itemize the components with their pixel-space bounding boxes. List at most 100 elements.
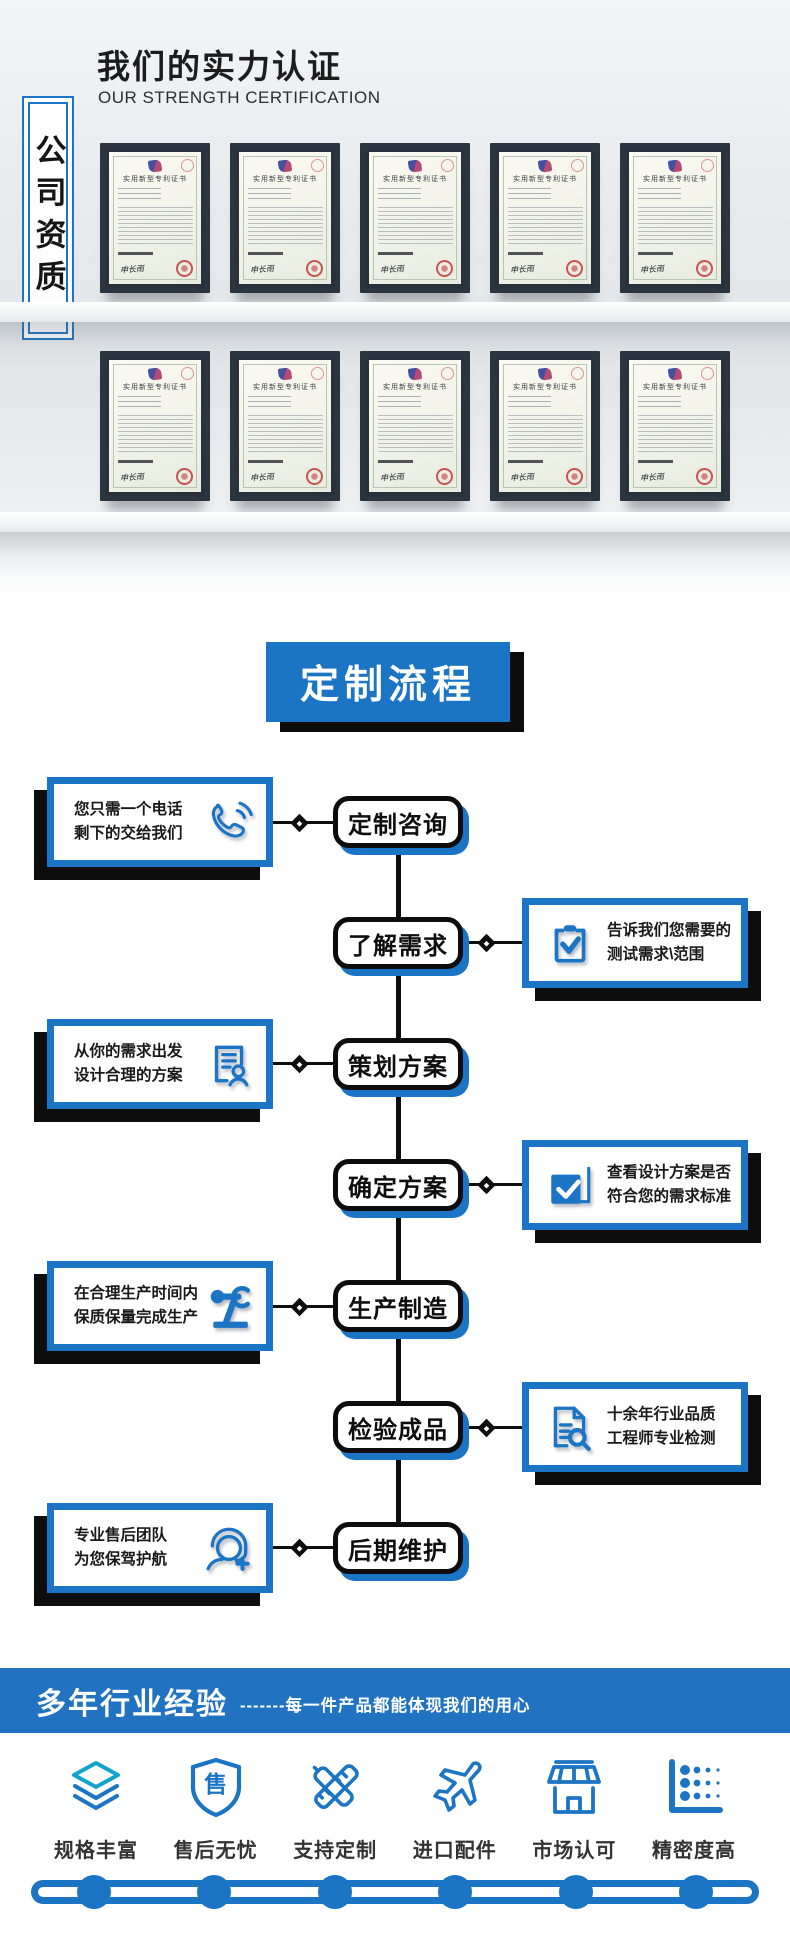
document-search-icon <box>545 1402 595 1452</box>
certificate-paragraph-lines <box>508 207 583 248</box>
patent-logo-icon <box>277 367 293 381</box>
certificate-title: 实用新型专利证书 <box>383 384 447 392</box>
certificate-title: 实用新型专利证书 <box>513 384 577 392</box>
precision-icon <box>662 1756 726 1820</box>
certificate-paragraph-lines <box>508 415 583 456</box>
flow-node-plan: 策划方案 <box>333 1038 463 1090</box>
certificate-paper: 实用新型专利证书 申长雨 <box>369 152 461 284</box>
certificate-paper: 实用新型专利证书 申长雨 <box>499 152 591 284</box>
certificate-title: 实用新型专利证书 <box>253 384 317 392</box>
certificate-frame: 实用新型专利证书 申长雨 <box>100 143 210 293</box>
seal-top-icon <box>570 366 584 380</box>
certificate-paper: 实用新型专利证书 申长雨 <box>629 360 721 492</box>
experience-title: 多年行业经验 <box>36 1687 228 1721</box>
flow-info-plan: 从你的需求出发 设计合理的方案 <box>47 1019 273 1109</box>
feature-label: 支持定制 <box>293 1840 378 1862</box>
certificate-text-lines <box>248 395 291 412</box>
section-title: 我们的实力认证 <box>97 48 342 85</box>
signature: 申长雨 <box>379 471 405 483</box>
certificate-divider <box>638 460 674 464</box>
certificate-frame: 实用新型专利证书 申长雨 <box>360 143 470 293</box>
feature-custom: 支持定制 <box>277 1756 393 1863</box>
red-seal-icon <box>695 468 713 486</box>
info-line: 在合理生产时间内 <box>74 1285 199 1302</box>
info-line: 剩下的交给我们 <box>74 825 183 842</box>
signature: 申长雨 <box>249 471 275 483</box>
red-seal-icon <box>175 260 193 278</box>
certificate-title: 实用新型专利证书 <box>643 384 707 392</box>
signature: 申长雨 <box>509 263 535 275</box>
robot-arm-icon <box>204 1281 254 1331</box>
red-seal-icon <box>305 468 323 486</box>
red-seal-icon <box>175 468 193 486</box>
certificate-text-lines <box>248 187 291 204</box>
red-seal-icon <box>565 468 583 486</box>
shelf-2 <box>0 512 790 576</box>
connector <box>273 1538 333 1557</box>
connector <box>463 1175 522 1194</box>
side-label-box: 公司资质 <box>22 96 74 340</box>
feature-label: 精密度高 <box>651 1840 736 1862</box>
certificate-paper: 实用新型专利证书 申长雨 <box>369 360 461 492</box>
plane-icon <box>423 1756 487 1820</box>
diamond-icon <box>290 1538 309 1557</box>
experience-subtitle: -------每一件产品都能体现我们的用心 <box>240 1696 531 1715</box>
info-line: 保质保量完成生产 <box>74 1309 199 1326</box>
patent-logo-icon <box>667 159 683 173</box>
certificate-paper: 实用新型专利证书 申长雨 <box>239 152 331 284</box>
info-line: 为您保驾护航 <box>74 1551 168 1568</box>
diamond-icon <box>477 1175 496 1194</box>
certificate-paragraph-lines <box>248 207 323 248</box>
info-line: 设计合理的方案 <box>74 1067 183 1084</box>
certificate-text-lines <box>378 187 421 204</box>
certificate-paragraph-lines <box>638 207 713 248</box>
certificate-title: 实用新型专利证书 <box>643 176 707 184</box>
shelf-1 <box>0 302 790 366</box>
seal-top-icon <box>700 158 714 172</box>
flow-info-understand: 告诉我们您需要的 测试需求\范围 <box>522 898 748 988</box>
seal-top-icon <box>180 158 194 172</box>
flow-info-produce: 在合理生产时间内 保质保量完成生产 <box>47 1261 273 1351</box>
timeline-dot <box>197 1875 231 1909</box>
diamond-icon <box>290 1054 309 1073</box>
flow-node-understand: 了解需求 <box>333 917 463 969</box>
certificate-text-lines <box>118 187 161 204</box>
signature: 申长雨 <box>509 471 535 483</box>
certificate-text-lines <box>638 395 681 412</box>
seal-top-icon <box>440 366 454 380</box>
flow-node-inspect: 检验成品 <box>333 1401 463 1453</box>
patent-logo-icon <box>277 159 293 173</box>
timeline-dot <box>77 1875 111 1909</box>
signature: 申长雨 <box>639 471 665 483</box>
features-row: 规格丰富 售 售后无忧 <box>0 1756 790 1863</box>
flow-header-label: 定制流程 <box>299 664 476 707</box>
red-seal-icon <box>435 260 453 278</box>
feature-aftersales: 售 售后无忧 <box>158 1756 274 1863</box>
certificate-paragraph-lines <box>378 207 453 248</box>
feature-label: 市场认可 <box>532 1840 617 1862</box>
connector <box>463 933 522 952</box>
feature-imported: 进口配件 <box>397 1756 513 1863</box>
flow-node-produce: 生产制造 <box>333 1280 463 1332</box>
certificate-text-lines <box>508 395 551 412</box>
certificate-title: 实用新型专利证书 <box>123 384 187 392</box>
timeline-dot <box>559 1875 593 1909</box>
layers-icon <box>64 1756 128 1820</box>
signature: 申长雨 <box>119 263 145 275</box>
feature-label: 规格丰富 <box>54 1840 138 1862</box>
patent-logo-icon <box>407 159 423 173</box>
red-seal-icon <box>305 260 323 278</box>
seal-top-icon <box>570 158 584 172</box>
checkbox-icon <box>545 1160 595 1210</box>
certificate-paragraph-lines <box>378 415 453 456</box>
feature-specs: 规格丰富 <box>38 1756 154 1863</box>
certificate-title: 实用新型专利证书 <box>253 176 317 184</box>
patent-logo-icon <box>147 159 163 173</box>
info-line: 测试需求\范围 <box>607 946 705 963</box>
certificate-paragraph-lines <box>248 415 323 456</box>
flow-node-consult: 定制咨询 <box>333 796 463 848</box>
signature: 申长雨 <box>379 263 405 275</box>
signature: 申长雨 <box>119 471 145 483</box>
certificate-frame: 实用新型专利证书 申长雨 <box>230 143 340 293</box>
info-line: 十余年行业品质 <box>607 1406 716 1423</box>
